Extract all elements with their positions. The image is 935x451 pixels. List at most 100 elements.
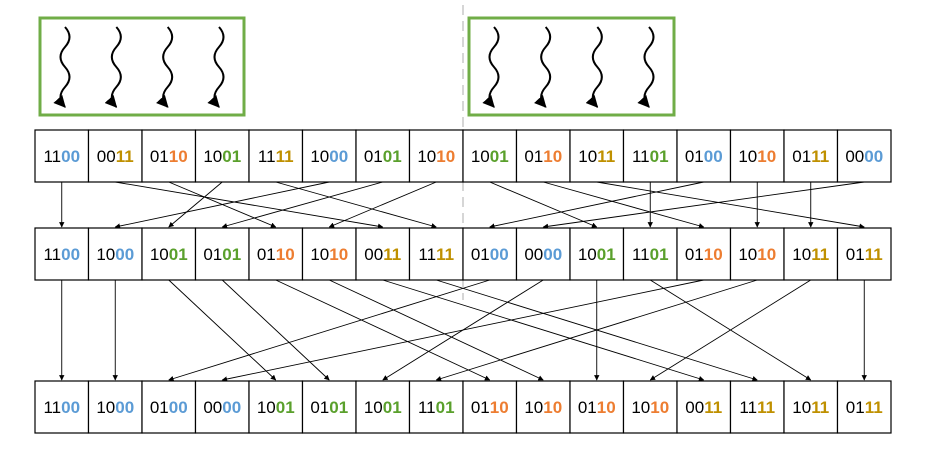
cell-prefix: 01: [846, 245, 865, 264]
cell-value: 0110: [150, 147, 188, 166]
cell-suffix: 01: [383, 147, 402, 166]
cell-prefix: 11: [739, 398, 757, 417]
cell-value: 1100: [43, 147, 80, 166]
connection-arrow: [489, 181, 598, 228]
cell-value: 1001: [578, 245, 616, 264]
cell-suffix: 00: [61, 245, 80, 264]
cell-box: [836, 129, 892, 183]
cell-box: [729, 380, 785, 434]
wavy-arrow-icon: [53, 26, 71, 108]
cell-value: 1011: [792, 245, 829, 264]
cell-prefix: 00: [203, 398, 222, 417]
connection-arrow: [275, 279, 491, 381]
connection-arrow: [275, 181, 437, 229]
wavy-arrow-icon: [155, 26, 174, 108]
cell-value: 0111: [846, 398, 883, 417]
cell-value: 0101: [364, 147, 402, 166]
cell-box: [676, 380, 732, 434]
cell-value: 0110: [471, 398, 509, 417]
cell-prefix: 10: [578, 245, 597, 264]
cell-suffix: 01: [650, 147, 669, 166]
connection-arrow: [168, 279, 277, 381]
cell-suffix: 10: [329, 245, 348, 264]
cell-suffix: 11: [865, 245, 883, 264]
connection-arrow: [489, 181, 704, 229]
cell-suffix: 01: [597, 245, 616, 264]
cell-value: 0000: [203, 398, 241, 417]
cell-suffix: 11: [865, 398, 883, 417]
cell-prefix: 01: [364, 147, 383, 166]
connection-arrow: [435, 279, 758, 382]
cell-prefix: 01: [203, 245, 222, 264]
cell-box: [515, 380, 571, 434]
cell-prefix: 10: [631, 398, 650, 417]
cell-suffix: 01: [650, 245, 669, 264]
thread-group-box: [467, 16, 676, 117]
cell-box: [622, 227, 678, 281]
cell-value: 1011: [792, 398, 829, 417]
connection-arrow: [168, 279, 490, 382]
connection-arrow: [114, 181, 330, 229]
cell-suffix: 01: [436, 398, 455, 417]
cell-suffix: 11: [811, 398, 829, 417]
connection-arrow: [649, 279, 811, 381]
cell-prefix: 00: [97, 147, 116, 166]
cell-prefix: 01: [310, 398, 329, 417]
cell-box: [515, 227, 571, 281]
cell-suffix: 00: [169, 398, 188, 417]
cell-value: 1111: [258, 147, 294, 166]
cell-value: 0111: [846, 245, 883, 264]
cell-box: [355, 380, 411, 434]
cell-prefix: 00: [364, 245, 383, 264]
connections: [59, 181, 867, 382]
connection-arrow: [221, 181, 383, 229]
cell-prefix: 11: [418, 398, 436, 417]
cell-prefix: 01: [846, 398, 865, 417]
cell-value: 1001: [257, 398, 295, 417]
cell-value: 0011: [97, 147, 134, 166]
cell-suffix: 01: [222, 245, 241, 264]
cell-prefix: 01: [471, 398, 490, 417]
connection-arrow: [115, 181, 384, 229]
connection-arrow: [168, 181, 223, 228]
cell-value: 1001: [203, 147, 241, 166]
cell-prefix: 01: [685, 147, 704, 166]
cell-box: [141, 129, 197, 183]
cell-box: [301, 129, 357, 183]
cell-value: 1000: [96, 398, 134, 417]
cell-value: 1010: [738, 245, 776, 264]
cell-prefix: 11: [418, 245, 436, 264]
cell-prefix: 10: [96, 398, 115, 417]
cell-prefix: 00: [685, 398, 704, 417]
cell-prefix: 00: [845, 147, 864, 166]
cell-box: [141, 227, 197, 281]
cell-prefix: 01: [685, 245, 704, 264]
cell-suffix: 11: [436, 245, 454, 264]
cell-box: [729, 227, 785, 281]
cell-box: [783, 227, 839, 281]
cell-prefix: 10: [203, 147, 222, 166]
cell-value: 0100: [150, 398, 188, 417]
cell-suffix: 11: [383, 245, 401, 264]
cell-box: [248, 129, 304, 183]
cell-value: 1010: [524, 398, 562, 417]
cell-prefix: 10: [471, 147, 490, 166]
cell-suffix: 10: [704, 245, 723, 264]
cell-value: 1010: [310, 245, 348, 264]
cell-box: [408, 129, 464, 183]
cell-suffix: 01: [169, 245, 188, 264]
cell-value: 1101: [418, 398, 455, 417]
cell-prefix: 10: [96, 245, 115, 264]
cell-suffix: 10: [436, 147, 455, 166]
cell-value: 1000: [96, 245, 134, 264]
cell-box: [301, 380, 357, 434]
connection-arrow: [328, 181, 437, 228]
cell-suffix: 11: [704, 398, 722, 417]
cell-box: [836, 227, 892, 281]
cell-suffix: 11: [757, 398, 775, 417]
cell-prefix: 01: [792, 147, 811, 166]
cell-suffix: 11: [116, 147, 134, 166]
cell-prefix: 01: [471, 245, 490, 264]
